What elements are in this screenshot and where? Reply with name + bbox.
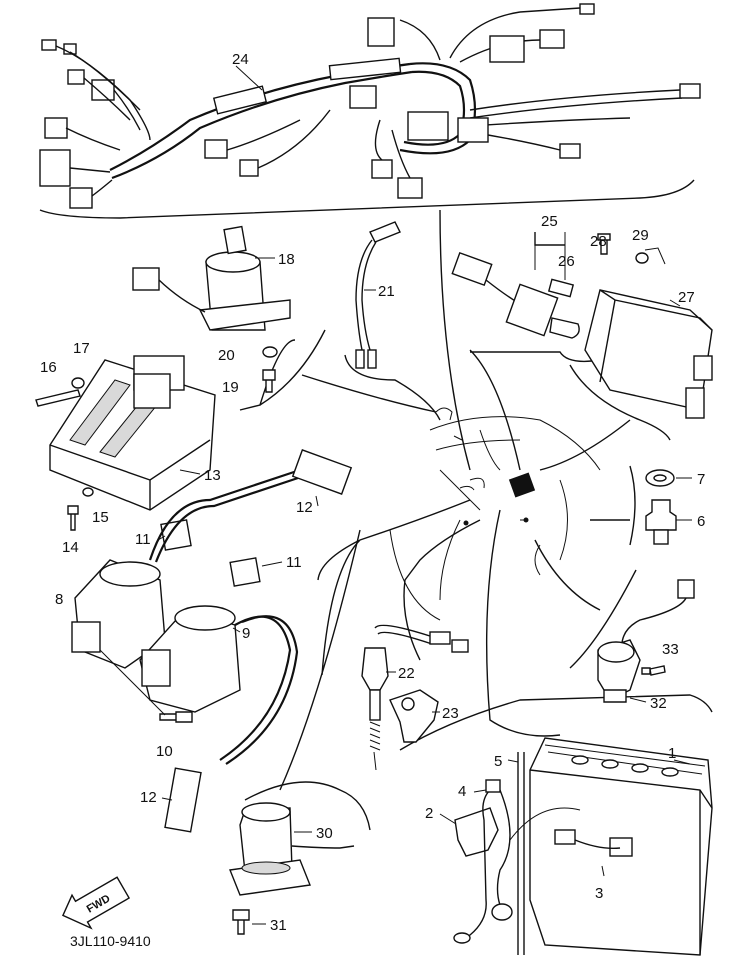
part-label-11b: 11 (286, 554, 302, 571)
part-label-7: 7 (697, 471, 705, 488)
leader-11a (157, 535, 166, 541)
fuse-holder-group (451, 232, 601, 363)
bolt-16 (35, 389, 81, 407)
leader-fuse-to-frame (469, 349, 521, 471)
leader-32 (629, 697, 647, 703)
part-label-30: 30 (316, 825, 333, 842)
part-label-17: 17 (73, 340, 90, 357)
part-label-32: 32 (650, 695, 667, 712)
bracket-6 (590, 465, 636, 546)
part-label-27: 27 (678, 289, 695, 306)
part-label-15: 15 (92, 509, 109, 526)
leader-switch-to-frame (301, 374, 437, 413)
part-label-3: 3 (595, 885, 603, 902)
part-label-6: 6 (697, 513, 705, 530)
sidestand-switch-group (597, 579, 695, 703)
leader-starter-relay (279, 529, 361, 791)
part-label-10: 10 (156, 743, 173, 760)
leader-11b (261, 561, 283, 567)
part-label-11a: 11 (135, 531, 151, 548)
relay-group (569, 289, 713, 441)
part-label-18: 18 (278, 251, 295, 268)
document-code: 3JL110-9410 (70, 933, 151, 949)
bracket-sidestand (569, 569, 637, 669)
bolt-19 (262, 369, 276, 393)
part-label-20: 20 (218, 347, 235, 364)
ignitor-group (49, 355, 216, 511)
leader-1 (673, 759, 691, 765)
leader-27 (669, 299, 681, 307)
leader-9 (232, 627, 241, 633)
part-label-25: 25 (541, 213, 558, 230)
screw-33 (641, 665, 666, 676)
leader-relay-to-frame (539, 419, 631, 471)
neutral-switch-6 (645, 499, 677, 531)
fwd-arrow-icon: FWD (61, 876, 131, 930)
leader-harness-to-frame (439, 209, 471, 471)
part-label-31: 31 (270, 917, 287, 934)
leader-4 (473, 789, 487, 793)
leader-13 (179, 469, 201, 475)
part-label-13: 13 (204, 467, 221, 484)
wire-harness-assembly (39, 3, 701, 219)
leader-2 (439, 813, 457, 825)
part-label-24: 24 (232, 51, 249, 68)
leader-12b (161, 797, 173, 801)
leader-22 (403, 519, 481, 661)
brake-switch-group (361, 624, 469, 771)
part-label-28: 28 (590, 233, 607, 250)
washer-20 (262, 346, 278, 358)
part-label-2: 2 (425, 805, 433, 822)
bracket-coil (317, 539, 361, 676)
part-label-29: 29 (632, 227, 649, 244)
part-label-12a: 12 (296, 499, 313, 516)
part-label-1: 1 (668, 745, 676, 762)
battery-group (453, 737, 713, 956)
part-label-19: 19 (222, 379, 239, 396)
leader-12a (315, 495, 319, 507)
lead-21-group (344, 221, 441, 421)
bracket-battery (399, 694, 713, 751)
leader-5 (507, 759, 519, 763)
main-switch-group (132, 225, 326, 411)
ignition-coils-group (71, 449, 353, 833)
starter-relay-group (229, 802, 355, 935)
part-label-33: 33 (662, 641, 679, 658)
leader-coil-to-frame (359, 499, 471, 541)
part-label-26: 26 (558, 253, 575, 270)
part-label-21: 21 (378, 283, 395, 300)
leader-sidestand (534, 539, 601, 611)
part-label-12b: 12 (140, 789, 157, 806)
washer-29 (635, 252, 649, 264)
screw-14 (67, 505, 79, 531)
neutral-switch-6-thread (653, 529, 669, 545)
gasket-7-hole (653, 474, 667, 482)
part-label-5: 5 (494, 753, 502, 770)
part-label-14: 14 (62, 539, 79, 556)
leader-3 (601, 865, 605, 877)
grommet-17 (71, 377, 85, 389)
part-label-9: 9 (242, 625, 250, 642)
screw-28 (597, 233, 611, 255)
part-label-4: 4 (458, 783, 466, 800)
part-label-16: 16 (40, 359, 57, 376)
part-label-23: 23 (442, 705, 459, 722)
washer-15 (82, 487, 94, 497)
bracket-starter-relay (244, 781, 371, 831)
leader-brake-switch (485, 509, 561, 737)
part-label-8: 8 (55, 591, 63, 608)
part-label-22: 22 (398, 665, 415, 682)
leader-24 (235, 65, 263, 91)
